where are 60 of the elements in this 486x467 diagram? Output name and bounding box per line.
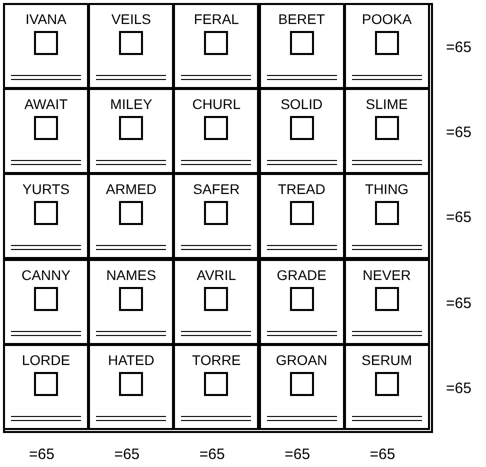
sum-label: =65 [29,446,54,463]
sum-label: =65 [446,294,472,312]
cell-word: NEVER [362,266,412,283]
puzzle-cell [173,3,260,89]
cell-word: YURTS [21,181,71,198]
puzzle-cell [344,3,430,89]
puzzle-cell [3,88,89,174]
sum-label: =65 [284,446,310,463]
cell-word: THING [364,181,410,198]
cell-word: GROAN [274,352,328,368]
puzzle-cell [88,88,174,174]
puzzle-cell [173,344,260,430]
cell-word: IVANA [24,11,68,27]
puzzle-cell [88,173,174,260]
cell-word: GRADE [276,266,328,283]
puzzle-cell [258,173,345,260]
puzzle-cell [88,258,174,345]
cell-word: CHURL [191,96,242,112]
cell-word: HATED [106,352,156,368]
sum-label: =65 [370,446,396,463]
sum-label: =65 [446,209,472,226]
cell-word: TORRE [191,352,242,368]
puzzle-cell [173,88,260,174]
cell-word: VEILS [110,11,152,27]
puzzle-cell [3,173,89,260]
puzzle-cell [173,173,260,260]
puzzle-cell [344,344,430,430]
puzzle-cell [344,173,430,260]
puzzle-cell [344,88,430,174]
puzzle-cell [344,258,430,345]
puzzle-cell [88,344,174,430]
cell-word: ARMED [104,181,158,198]
puzzle-cell [258,344,345,430]
puzzle-cell [258,3,345,89]
cell-word: SOLID [280,96,324,112]
cell-word: MILEY [109,96,154,112]
sum-label: =65 [199,446,225,463]
cell-word: CANNY [20,266,72,283]
sum-label: =65 [114,446,140,463]
cell-word: LORDE [20,352,72,368]
sum-label: =65 [446,39,472,56]
cell-word: NAMES [105,266,158,283]
sum-label: =65 [446,380,472,397]
cell-word: AVRIL [196,266,238,283]
cell-word: POOKA [360,11,413,27]
puzzle-cell [3,258,89,345]
puzzle-cell [258,258,345,345]
cell-word: SAFER [192,181,241,198]
puzzle-cell [88,3,174,89]
puzzle-cell [258,88,345,174]
sum-label: =65 [446,124,472,142]
puzzle-cell [3,3,89,89]
cell-word: TREAD [276,181,326,198]
puzzle-cell [173,258,260,345]
cell-word: FERAL [192,11,240,27]
cell-word: BERET [277,11,326,27]
puzzle-cell [3,344,89,430]
cell-word: SERUM [360,352,414,368]
cell-word: SLIME [364,96,409,112]
cell-word: AWAIT [23,96,69,112]
